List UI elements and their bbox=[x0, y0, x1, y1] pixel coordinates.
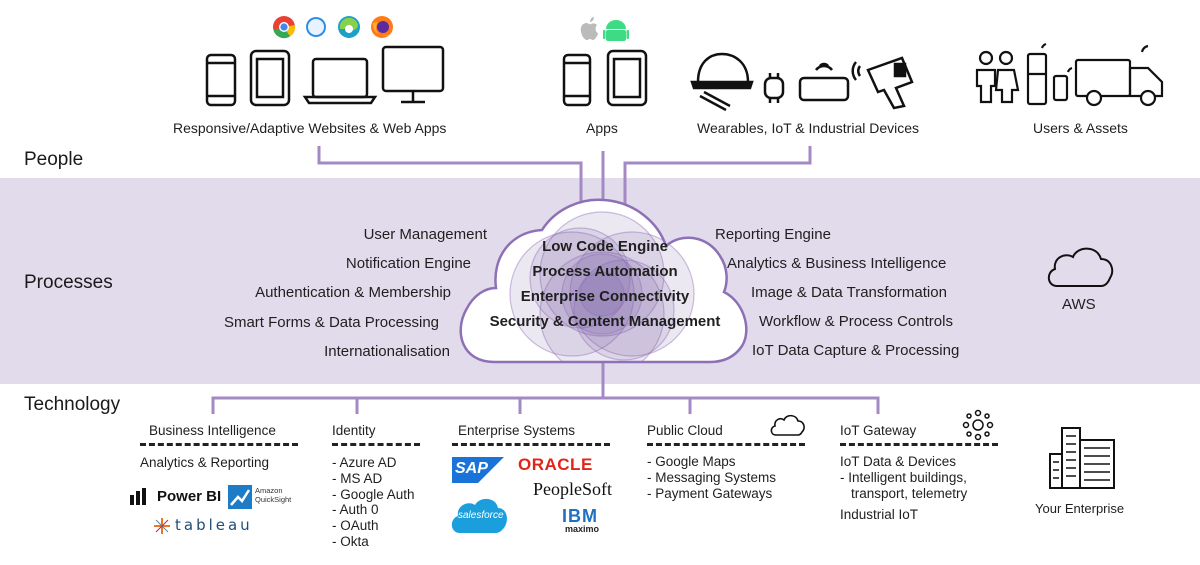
fridge-icon bbox=[1026, 42, 1048, 106]
scanner-icon bbox=[851, 56, 914, 110]
sap-logo-bg bbox=[452, 457, 504, 483]
quicksight-icon bbox=[228, 485, 252, 509]
process-item: Smart Forms & Data Processing bbox=[223, 314, 439, 331]
os-icons bbox=[580, 17, 629, 41]
divider bbox=[452, 443, 610, 446]
safari-icon bbox=[306, 17, 326, 37]
salesforce-cloud-icon bbox=[451, 498, 507, 533]
users-assets-icons bbox=[975, 42, 1164, 107]
tablet-icon bbox=[249, 49, 291, 107]
peoplesoft-logo: PeopleSoft bbox=[533, 479, 612, 499]
core-item: Low Code Engine bbox=[542, 238, 668, 255]
tier-label-processes: Processes bbox=[24, 272, 113, 293]
process-item: Analytics & Business Intelligence bbox=[727, 255, 947, 272]
group-label-apps: Apps bbox=[586, 120, 618, 136]
process-item: Internationalisation bbox=[324, 343, 450, 360]
power-bi-icon bbox=[130, 488, 146, 505]
process-item: Authentication & Membership bbox=[255, 284, 451, 301]
identity-item: - MS AD bbox=[332, 471, 383, 486]
iot-gateway-item: transport, telemetry bbox=[851, 486, 968, 501]
monitor-icon bbox=[381, 45, 445, 104]
tier-label-people: People bbox=[24, 149, 84, 170]
phone-small-icon bbox=[1052, 66, 1073, 102]
tier-label-technology: Technology bbox=[24, 394, 121, 415]
group-label-web: Responsive/Adaptive Websites & Web Apps bbox=[173, 120, 447, 136]
identity-item: - OAuth bbox=[332, 518, 379, 533]
power-bi-logo: Power BI bbox=[157, 488, 222, 505]
identity-item: - Google Auth bbox=[332, 487, 415, 502]
column-title-identity: Identity bbox=[332, 423, 376, 438]
aws-label: AWS bbox=[1062, 296, 1096, 313]
router-icon bbox=[798, 62, 850, 102]
tablet-icon bbox=[606, 49, 648, 107]
process-item: Notification Engine bbox=[345, 255, 471, 272]
oracle-logo: ORACLE bbox=[518, 455, 593, 474]
public-cloud-item: - Payment Gateways bbox=[647, 486, 773, 501]
iot-hub-icon bbox=[962, 409, 994, 441]
smartwatch-icon bbox=[763, 73, 785, 103]
cloud-icon bbox=[770, 414, 805, 436]
identity-item: - Auth 0 bbox=[332, 502, 379, 517]
maximo-logo: maximo bbox=[565, 524, 600, 534]
iot-gateway-item: Industrial IoT bbox=[840, 507, 919, 522]
process-item: Workflow & Process Controls bbox=[759, 313, 953, 330]
column-title-bi: Business Intelligence bbox=[149, 423, 276, 438]
apple-icon bbox=[580, 17, 598, 40]
core-cloud bbox=[459, 198, 748, 364]
iot-gateway-item: IoT Data & Devices bbox=[840, 454, 957, 469]
column-title-public-cloud: Public Cloud bbox=[647, 423, 723, 438]
process-item: User Management bbox=[363, 226, 487, 243]
your-enterprise-label: Your Enterprise bbox=[1035, 501, 1125, 516]
public-cloud-item: - Messaging Systems bbox=[647, 470, 777, 485]
phone-icon bbox=[205, 53, 237, 107]
identity-item: - Azure AD bbox=[332, 455, 397, 470]
browser-icons bbox=[273, 16, 393, 39]
divider bbox=[332, 443, 420, 446]
process-item: Reporting Engine bbox=[715, 226, 831, 243]
public-cloud-item: - Google Maps bbox=[647, 454, 736, 469]
people-icon bbox=[975, 50, 1020, 104]
group-label-users: Users & Assets bbox=[1033, 120, 1128, 136]
edge-icon bbox=[338, 16, 360, 38]
iot-devices-icons bbox=[690, 52, 914, 112]
process-item: IoT Data Capture & Processing bbox=[752, 342, 960, 359]
column-title-iot-gateway: IoT Gateway bbox=[840, 423, 917, 438]
divider bbox=[140, 443, 298, 446]
sap-logo: SAP bbox=[455, 460, 488, 477]
core-item: Process Automation bbox=[532, 263, 678, 280]
app-devices-icons bbox=[562, 49, 648, 107]
core-item: Enterprise Connectivity bbox=[520, 288, 690, 305]
identity-item: - Okta bbox=[332, 534, 369, 549]
core-item: Security & Content Management bbox=[489, 313, 721, 330]
divider bbox=[647, 443, 805, 446]
firefox-icon bbox=[371, 16, 393, 38]
cloud-icon bbox=[1047, 247, 1114, 287]
web-devices-icons bbox=[205, 45, 445, 107]
bi-subtitle: Analytics & Reporting bbox=[140, 455, 270, 470]
salesforce-logo: salesforce bbox=[458, 510, 504, 521]
phone-icon bbox=[562, 53, 592, 107]
tableau-icon bbox=[154, 518, 170, 534]
building-icon bbox=[1049, 427, 1115, 489]
process-item: Image & Data Transformation bbox=[751, 284, 947, 301]
hard-hat-icon bbox=[690, 52, 754, 112]
iot-gateway-item: - Intelligent buildings, bbox=[840, 470, 967, 485]
truck-icon bbox=[1074, 44, 1164, 107]
divider bbox=[840, 443, 998, 446]
laptop-icon bbox=[302, 57, 378, 105]
chrome-icon bbox=[273, 16, 296, 39]
android-icon bbox=[603, 20, 629, 41]
group-label-iot: Wearables, IoT & Industrial Devices bbox=[697, 120, 920, 136]
tableau-logo: tableau bbox=[175, 516, 253, 534]
ibm-logo: IBM bbox=[562, 506, 598, 526]
column-title-enterprise: Enterprise Systems bbox=[458, 423, 576, 438]
